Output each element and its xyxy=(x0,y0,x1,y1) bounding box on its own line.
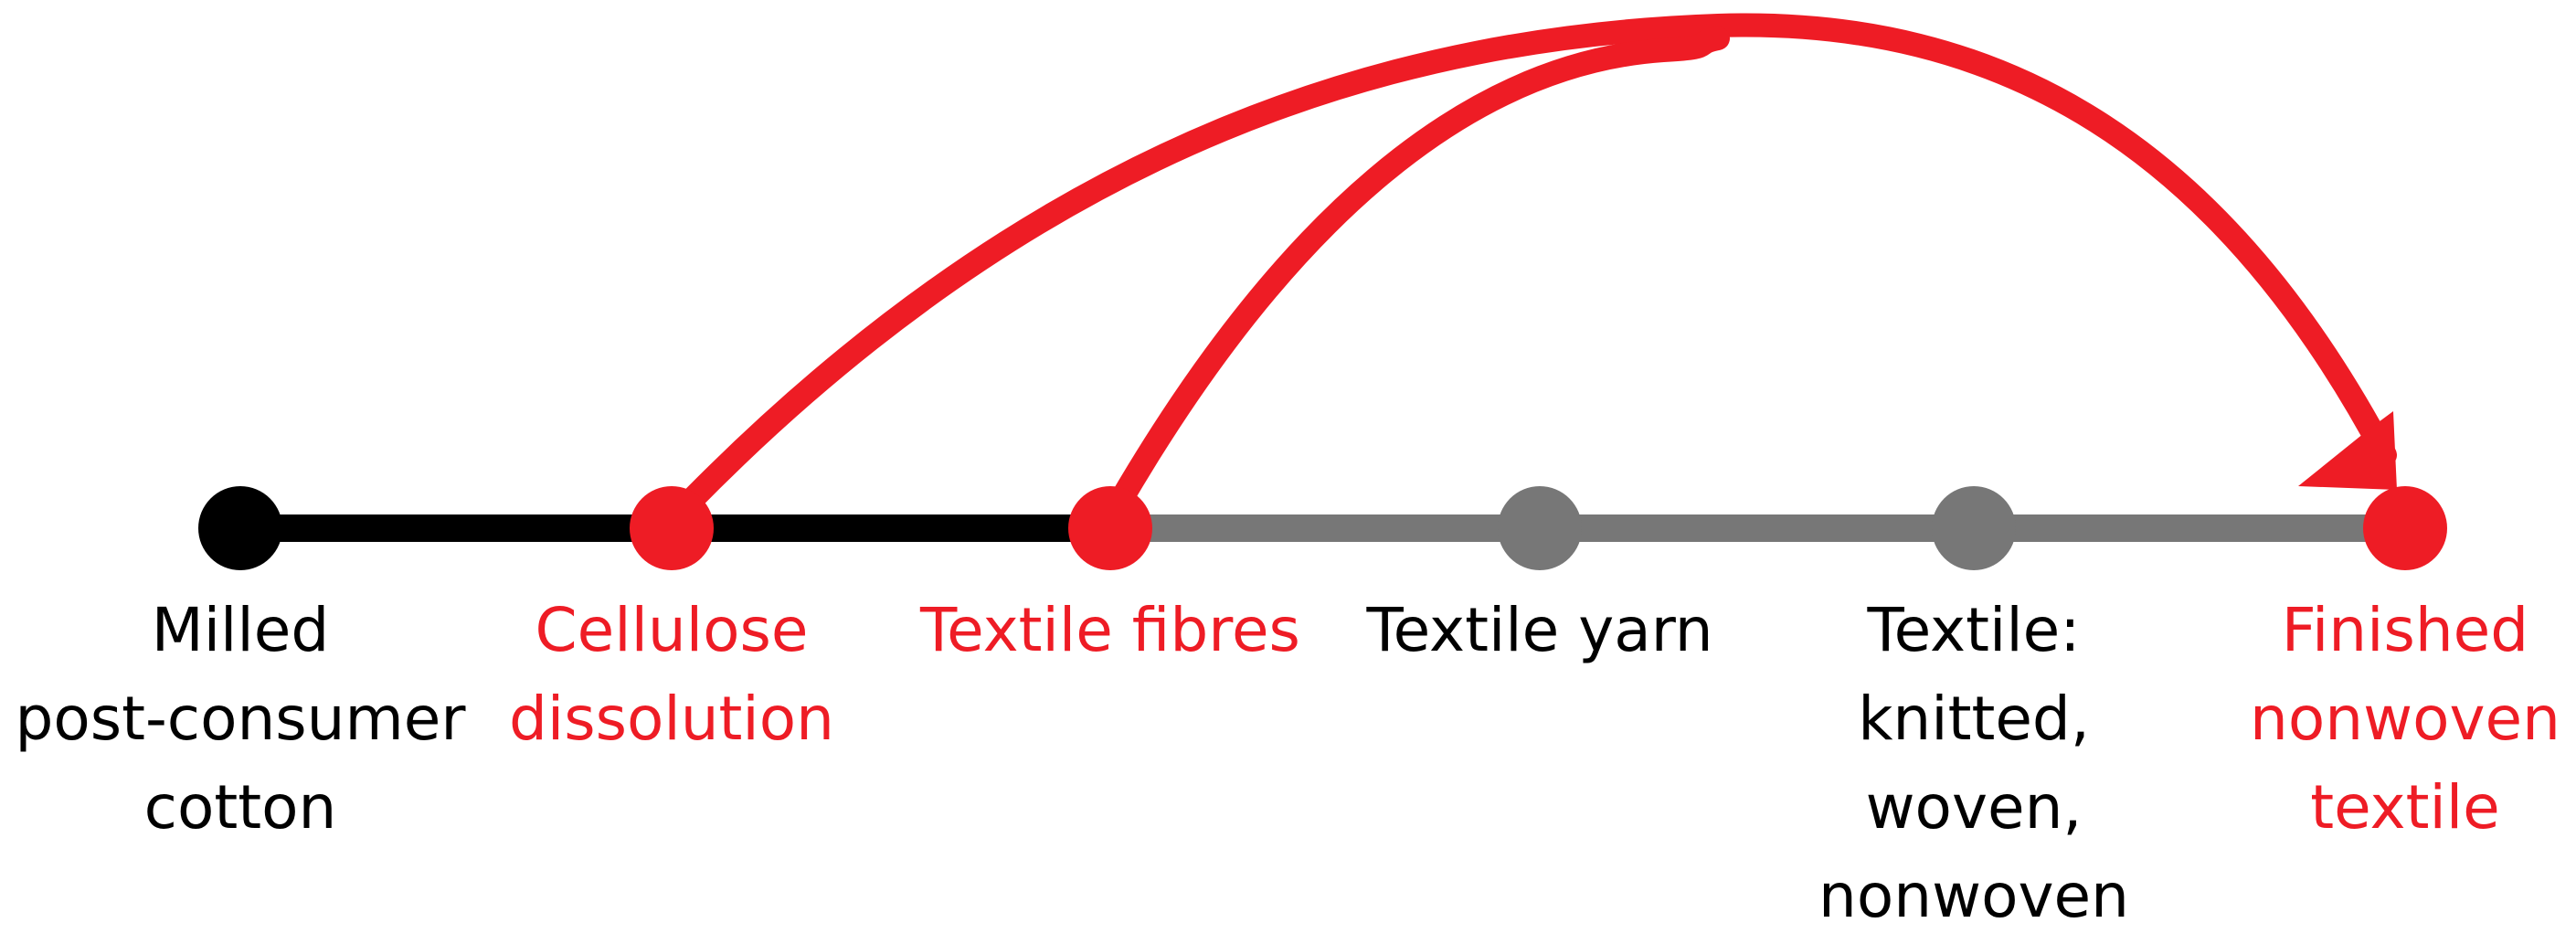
bypass-arrows xyxy=(675,13,2397,516)
node-label-line: Textile fibres xyxy=(919,595,1300,665)
arrowhead-icon xyxy=(2298,411,2397,490)
bypass-arrow-1 xyxy=(675,13,2397,516)
node-dot-milled-post-consumer-cotton xyxy=(198,486,282,570)
node-label-line: nonwoven xyxy=(1818,861,2129,931)
node-label-line: cotton xyxy=(144,772,337,843)
node-label-line: Milled xyxy=(152,595,329,665)
process-nodes xyxy=(198,486,2447,570)
node-label-milled-post-consumer-cotton: Milled post-consumer cotton xyxy=(15,595,466,843)
node-label-textile-yarn: Textile yarn xyxy=(1365,595,1712,665)
node-dot-textile-fibres xyxy=(1068,486,1152,570)
node-label-line: nonwoven xyxy=(2250,684,2560,754)
node-label-line: post-consumer xyxy=(15,684,466,754)
node-label-line: knitted, xyxy=(1858,684,2090,754)
node-dot-cellulose-dissolution xyxy=(630,486,714,570)
node-label-line: Cellulose xyxy=(535,595,809,665)
node-label-textile-knitted-woven-nonwoven: Textile: knitted, woven, nonwoven xyxy=(1818,595,2129,931)
node-label-textile-fibres: Textile fibres xyxy=(919,595,1300,665)
node-label-line: Textile yarn xyxy=(1365,595,1712,665)
node-label-finished-nonwoven-textile: Finished nonwoven textile xyxy=(2250,595,2560,843)
node-dot-textile-yarn xyxy=(1498,486,1582,570)
node-label-line: Finished xyxy=(2282,595,2528,665)
node-label-line: woven, xyxy=(1866,772,2083,843)
bypass-arrow-2 xyxy=(1108,27,1730,514)
node-dot-textile-knitted-woven-nonwoven xyxy=(1932,486,2016,570)
node-label-line: Textile: xyxy=(1867,595,2081,665)
node-label-cellulose-dissolution: Cellulose dissolution xyxy=(509,595,834,754)
node-label-line: dissolution xyxy=(509,684,834,754)
node-label-line: textile xyxy=(2310,772,2500,843)
node-labels: Milled post-consumer cotton Cellulose dissol… xyxy=(15,595,2560,931)
node-dot-finished-nonwoven-textile xyxy=(2363,486,2447,570)
